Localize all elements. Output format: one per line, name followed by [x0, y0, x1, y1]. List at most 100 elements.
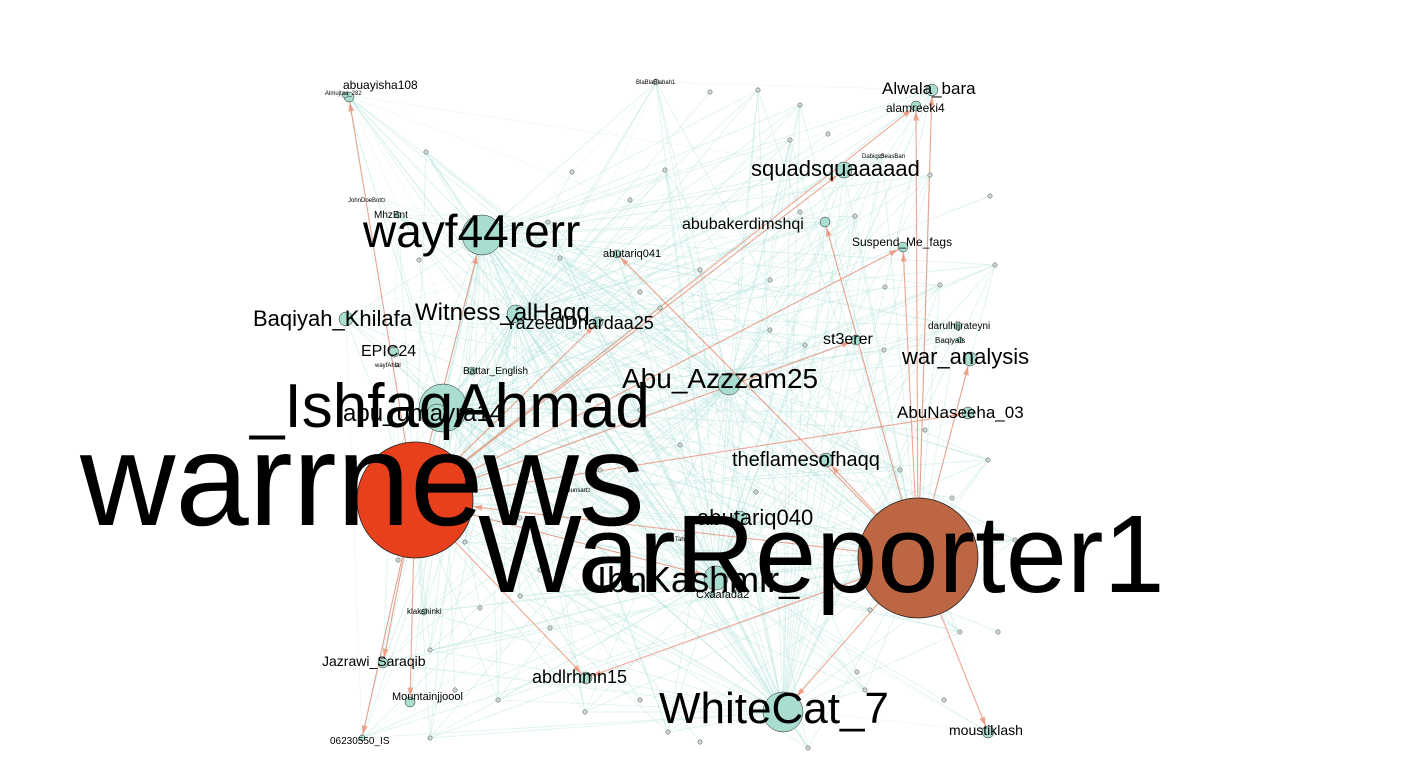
edge — [481, 234, 499, 701]
edge — [728, 383, 1016, 541]
edge — [481, 234, 806, 346]
edge — [429, 649, 784, 713]
edge — [715, 577, 961, 633]
edge — [442, 407, 827, 461]
edge — [442, 329, 771, 409]
edge — [464, 541, 717, 579]
edge — [442, 339, 857, 409]
edge — [442, 407, 641, 411]
edge — [782, 325, 959, 713]
graph-node-minor — [495, 697, 501, 703]
edge — [418, 259, 444, 409]
graph-node-wayfahlal[interactable] — [394, 362, 400, 368]
edge — [659, 307, 730, 385]
graph-node-warreporter1[interactable] — [857, 497, 979, 619]
graph-node-minor — [897, 467, 903, 473]
graph-node-abu_azzzam25[interactable] — [717, 372, 741, 396]
graph-node-baqiyah_khilafa[interactable] — [338, 311, 354, 327]
edge — [442, 195, 991, 409]
edge — [348, 96, 517, 315]
edge — [782, 221, 826, 713]
graph-node-battar_english[interactable] — [467, 366, 477, 376]
edge — [387, 234, 483, 481]
edge — [515, 313, 713, 595]
edge — [409, 517, 741, 703]
graph-node-taha[interactable] — [669, 536, 675, 542]
graph-node-alamreeki4[interactable] — [910, 100, 922, 112]
graph-node-minor — [882, 284, 888, 290]
graph-node-ibnkashmir[interactable] — [703, 565, 729, 591]
edge — [515, 313, 589, 491]
graph-node-suspend_me_fags[interactable] — [897, 241, 909, 253]
graph-node-epic24[interactable] — [388, 346, 400, 358]
edge — [442, 349, 885, 409]
edge — [442, 407, 784, 713]
graph-node-dabiqsseasban[interactable] — [879, 153, 885, 159]
edge — [519, 383, 730, 597]
node-label-baqiyals: Baqiyals — [935, 336, 965, 345]
graph-node-abuumayra[interactable] — [426, 403, 448, 425]
edge — [442, 407, 587, 679]
edge — [655, 81, 919, 559]
node-label-wayf44rerr: wayf44rerr — [362, 205, 580, 257]
edge-arrowhead — [900, 252, 907, 262]
graph-node-minor — [627, 197, 633, 203]
graph-node-war_analysis[interactable] — [962, 351, 978, 367]
graph-node-jazrawi_saraqib[interactable] — [377, 657, 389, 669]
graph-node-abdlrhmn15[interactable] — [579, 671, 593, 685]
graph-node-minor — [767, 327, 773, 333]
edge — [699, 269, 784, 713]
graph-node-minor — [597, 467, 603, 473]
edge — [715, 174, 931, 579]
edge — [497, 557, 919, 701]
graph-node-wayf44rerr[interactable] — [461, 214, 503, 256]
edge — [515, 313, 809, 749]
graph-node-johndoebot[interactable] — [380, 197, 386, 203]
edge — [442, 407, 673, 540]
graph-node-cxaafada2[interactable] — [708, 590, 716, 598]
edge — [515, 264, 996, 315]
graph-node-warrnews[interactable] — [356, 441, 474, 559]
edge — [414, 325, 959, 501]
graph-node-abutariq041[interactable] — [612, 249, 622, 259]
edge — [464, 383, 730, 543]
edge — [547, 221, 784, 713]
graph-node-st3erer[interactable] — [850, 334, 862, 346]
graph-node-abunaseeha_03[interactable] — [961, 406, 975, 420]
edge — [616, 253, 717, 579]
edge — [481, 104, 801, 236]
node-label-cxaafada2: Cxaafada2 — [696, 589, 749, 601]
graph-node-moustiklash[interactable] — [981, 725, 995, 739]
graph-node-theflamesofhaqq[interactable] — [818, 452, 834, 468]
graph-node-minor — [677, 442, 683, 448]
graph-node-mhzbnt[interactable] — [394, 211, 402, 219]
graph-node-abutariq040[interactable] — [732, 510, 748, 526]
node-label-abuumayra: abu_umayra14 — [343, 400, 503, 427]
graph-node-mountainjjoool[interactable] — [404, 696, 416, 708]
graph-node-whitecat_7[interactable] — [762, 691, 804, 733]
graph-node-darulhijrateyni[interactable] — [953, 321, 963, 331]
edge — [481, 169, 666, 236]
node-label-mountainjjoool: Mountainjjoool — [392, 691, 463, 703]
graph-node-witness_alhaqq[interactable] — [506, 304, 526, 324]
graph-node-alwala_bara[interactable] — [925, 83, 939, 97]
edge — [699, 269, 730, 385]
graph-node-minor — [637, 407, 643, 413]
node-label-abutariq040: abutariq040 — [697, 505, 813, 530]
graph-node-almujtaa_282[interactable] — [341, 91, 349, 99]
edge — [671, 89, 933, 540]
edge — [429, 313, 517, 739]
edge — [655, 81, 933, 91]
graph-node-abubakerdimshqi[interactable] — [819, 216, 831, 228]
graph-node-06230550_is[interactable] — [358, 734, 366, 742]
graph-node-blablablabah1[interactable] — [652, 78, 660, 86]
edge — [515, 313, 806, 346]
graph-node-baqiyals[interactable] — [956, 336, 964, 344]
graph-node-yazeeddhardaa25[interactable] — [592, 316, 604, 328]
edge — [715, 89, 933, 579]
graph-node-gunsan[interactable] — [585, 487, 591, 493]
edge — [515, 269, 701, 315]
graph-node-squadsquaaaaad[interactable] — [835, 161, 853, 179]
edge — [515, 169, 666, 315]
graph-node-klakshinki[interactable] — [420, 608, 428, 616]
